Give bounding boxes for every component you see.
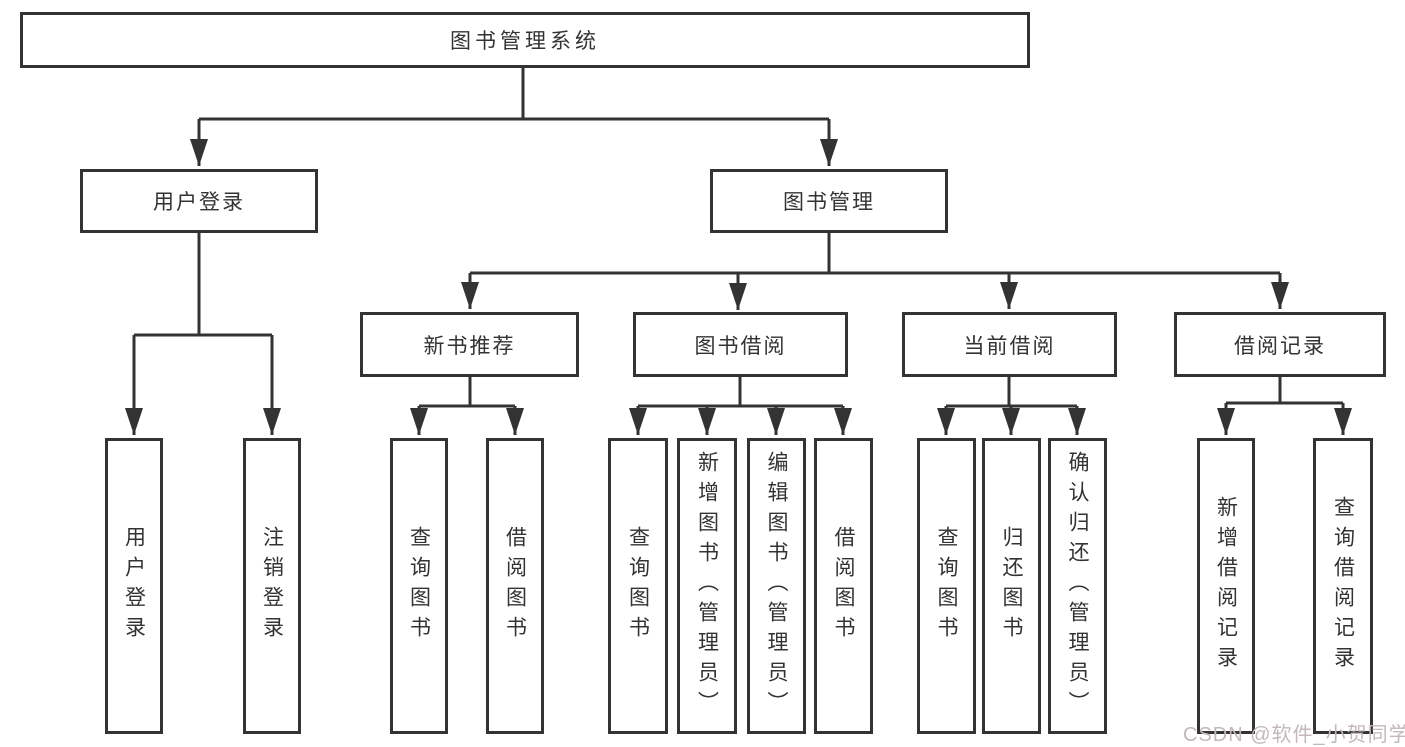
node-current-borrow: 当前借阅	[902, 312, 1117, 377]
leaf-br-add-record-label: 新增借阅记录	[1214, 496, 1238, 676]
node-book-management: 图书管理	[710, 169, 948, 233]
node-borrow-records-label: 借阅记录	[1234, 334, 1326, 358]
node-new-book-recommend: 新书推荐	[360, 312, 579, 377]
leaf-cb-confirm-return-admin: 确认归还（管理员）	[1048, 438, 1107, 734]
leaf-user-login-label: 用户登录	[122, 526, 146, 646]
leaf-br-add-record: 新增借阅记录	[1197, 438, 1255, 734]
node-current-borrow-label: 当前借阅	[963, 334, 1056, 358]
leaf-bb-add-book-admin: 新增图书（管理员）	[677, 438, 737, 734]
leaf-cb-confirm-return-admin-label: 确认归还（管理员）	[1066, 451, 1089, 721]
leaf-nb-query-book-label: 查询图书	[407, 526, 431, 646]
leaf-cb-return-book-label: 归还图书	[1000, 526, 1023, 646]
leaf-logout-login-label: 注销登录	[260, 526, 284, 646]
node-borrow-records: 借阅记录	[1174, 312, 1386, 377]
leaf-nb-query-book: 查询图书	[390, 438, 448, 734]
node-book-borrow-label: 图书借阅	[694, 334, 787, 358]
leaf-nb-borrow-book-label: 借阅图书	[503, 526, 527, 646]
leaf-user-login: 用户登录	[105, 438, 163, 734]
leaf-bb-borrow-book: 借阅图书	[814, 438, 873, 734]
leaf-logout-login: 注销登录	[243, 438, 301, 734]
leaf-nb-borrow-book: 借阅图书	[486, 438, 544, 734]
leaf-bb-query-book-label: 查询图书	[626, 526, 650, 646]
leaf-bb-edit-book-admin-label: 编辑图书（管理员）	[765, 451, 788, 721]
watermark: CSDN @软件_小贺同学	[1183, 724, 1405, 746]
arrow-connectors	[125, 119, 1352, 435]
leaf-cb-return-book: 归还图书	[982, 438, 1041, 734]
node-book-management-label: 图书管理	[783, 191, 875, 214]
node-root: 图书管理系统	[20, 12, 1030, 68]
leaf-cb-query-book-label: 查询图书	[935, 526, 958, 646]
leaf-br-query-record: 查询借阅记录	[1313, 438, 1373, 734]
node-user-login-label: 用户登录	[153, 191, 245, 214]
leaf-bb-edit-book-admin: 编辑图书（管理员）	[747, 438, 806, 734]
leaf-bb-borrow-book-label: 借阅图书	[832, 526, 855, 646]
node-user-login: 用户登录	[80, 169, 318, 233]
leaf-bb-add-book-admin-label: 新增图书（管理员）	[695, 451, 719, 721]
node-book-borrow: 图书借阅	[633, 312, 848, 377]
leaf-cb-query-book: 查询图书	[917, 438, 976, 734]
node-root-label: 图书管理系统	[450, 30, 600, 53]
leaf-br-query-record-label: 查询借阅记录	[1331, 496, 1355, 676]
leaf-bb-query-book: 查询图书	[608, 438, 668, 734]
node-new-book-recommend-label: 新书推荐	[423, 334, 516, 358]
